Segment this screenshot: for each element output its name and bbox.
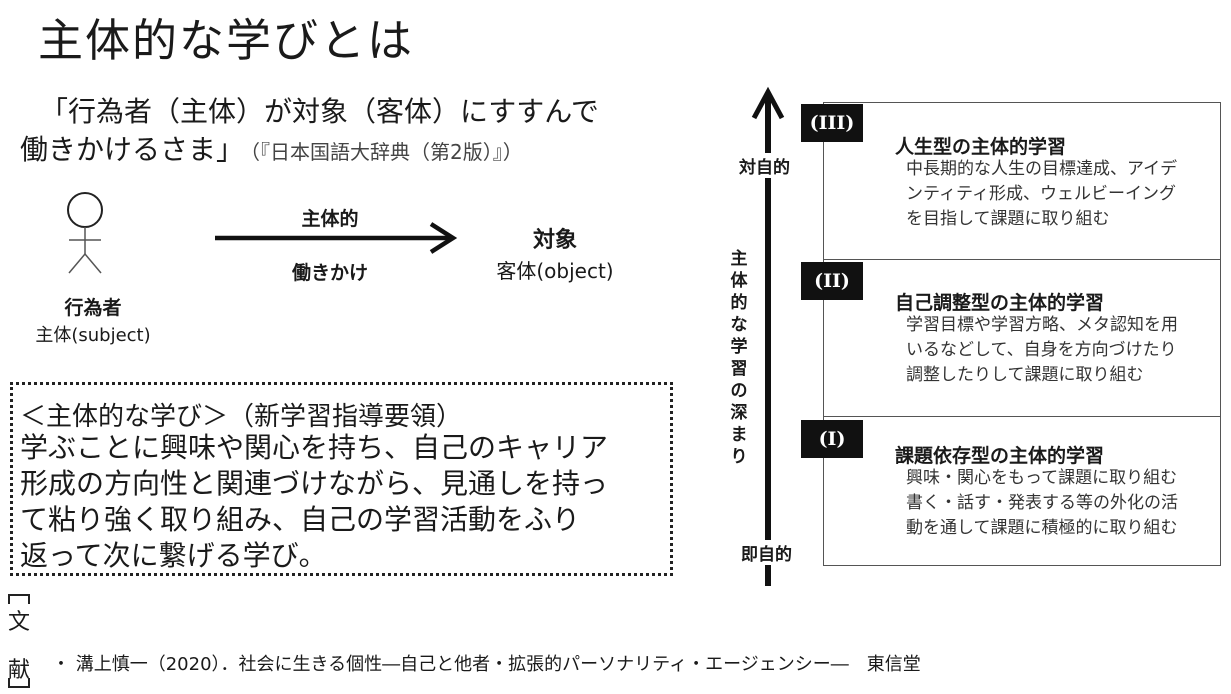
level-title-3: 人生型の主体的学習 [895,136,1067,158]
bracket-bottom [8,678,30,688]
level-badge-2: (II) [801,262,863,300]
axis-char: 的 [730,293,748,313]
axis-char: 体 [730,271,748,291]
guideline-line: て粘り強く取り組み、自己の学習活動をふり [20,503,581,536]
level-badge-1: (I) [801,420,863,458]
actor-name: 行為者 [64,297,122,319]
definition-source: （『日本国語大辞典（第2版）』） [250,140,523,164]
axis-char: り [730,447,748,467]
axis-char: な [730,315,748,335]
level-desc-line: いるなどして、自身を方向づけたり [906,340,1177,360]
arrow-bottom-label: 働きかけ [291,262,368,284]
level-desc-line: 中長期的な人生の目標達成、アイデ [906,159,1178,179]
axis-char: 深 [730,403,748,423]
person-icon [67,192,103,274]
level-desc-line: を目指して課題に取り組む [906,209,1110,229]
right-arrow-icon [215,222,458,254]
axis-top-label: 対自的 [738,153,791,178]
level-desc-1: 興味・関心をもって課題に取り組む 書く・話す・発表する等の外化の活 動を通して課… [906,466,1216,541]
level-desc-2: 学習目標や学習方略、メタ認知を用 いるなどして、自身を方向づけたり 調整したりし… [906,313,1216,388]
level-panel-2 [823,259,1221,417]
definition-line-2-text: 働きかけるさま」 [20,133,245,166]
level-title-1: 課題依存型の主体的学習 [895,445,1105,467]
guideline-box [10,382,673,576]
guideline-title: ＜主体的な学び＞（新学習指導要領） [20,402,463,432]
level-desc-line: 書く・話す・発表する等の外化の活 [906,493,1178,513]
axis-char: 主 [730,249,748,269]
actor-sub: 主体(subject) [35,325,151,346]
object-sub: 客体(object) [496,259,614,283]
guideline-body: 学ぶことに興味や関心を持ち、自己のキャリア 形成の方向性と関連づけながら、見通し… [20,430,670,574]
definition-line-1: 「行為者（主体）が対象（客体）にすすんで [40,95,599,128]
level-desc-line: ンティティ形成、ウェルビーイング [906,184,1176,204]
guideline-line: 形成の方向性と関連づけながら、見通しを持っ [20,467,609,500]
level-panel-1 [823,416,1221,566]
level-desc-line: 学習目標や学習方略、メタ認知を用 [906,315,1178,335]
object-name: 対象 [532,228,577,253]
guideline-line: 学ぶことに興味や関心を持ち、自己のキャリア [20,431,609,464]
level-desc-line: 調整したりして課題に取り組む [906,365,1144,385]
level-desc-line: 興味・関心をもって課題に取り組む [906,468,1178,488]
axis-vertical-label: 主 体 的 な 学 習 の 深 ま り [728,248,750,468]
level-desc-line: 動を通して課題に積極的に取り組む [906,518,1178,538]
literature-char-2: 献 [8,658,31,683]
axis-char: ま [730,425,748,445]
axis-bottom-label: 即自的 [740,540,793,565]
definition-line-2: 働きかけるさま」（『日本国語大辞典（第2版）』） [20,128,523,168]
bracket-top [8,594,30,604]
literature-reference: ・ 溝上慎一（2020）．社会に生きる個性―自己と他者・拡張的パーソナリティ・エ… [52,654,921,675]
literature-label: 文 献 [6,594,32,688]
literature-char-1: 文 [8,610,31,635]
level-desc-3: 中長期的な人生の目標達成、アイデ ンティティ形成、ウェルビーイング を目指して課… [906,157,1216,232]
guideline-line: 返って次に繋げる学び。 [20,539,327,572]
arrow-top-label: 主体的 [301,208,359,230]
axis-char: の [730,381,748,401]
axis-char: 習 [730,359,748,379]
page-title: 主体的な学びとは [38,14,415,67]
level-badge-3: (III) [801,104,863,142]
level-title-2: 自己調整型の主体的学習 [895,292,1105,314]
axis-char: 学 [730,337,748,357]
